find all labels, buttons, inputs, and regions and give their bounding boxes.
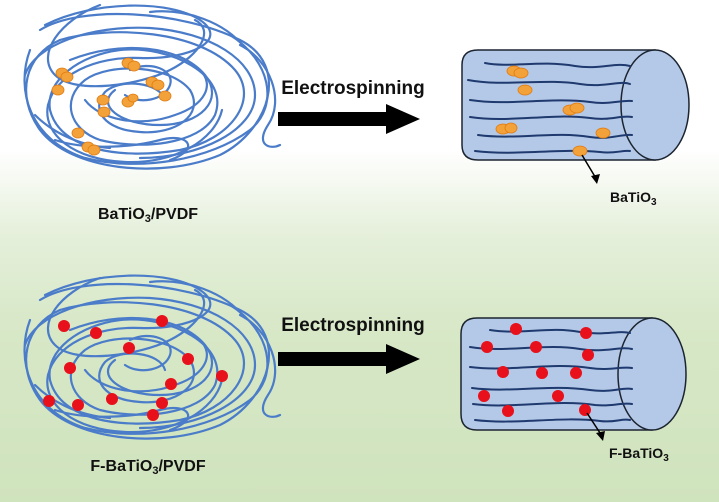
row-f-batio3-pvdf: F-BaTiO3/PVDF Electrospinning bbox=[23, 274, 687, 477]
particle bbox=[579, 404, 591, 416]
particle bbox=[90, 327, 102, 339]
particle bbox=[478, 390, 490, 402]
particle bbox=[123, 342, 135, 354]
particle bbox=[536, 367, 548, 379]
particle bbox=[156, 315, 168, 327]
material-label: F-BaTiO3/PVDF bbox=[90, 458, 205, 477]
particle bbox=[64, 362, 76, 374]
particle bbox=[570, 367, 582, 379]
tangled-polymer-coil bbox=[23, 274, 282, 440]
particle bbox=[121, 57, 141, 72]
particle bbox=[51, 84, 65, 96]
particle bbox=[182, 353, 194, 365]
particle bbox=[156, 397, 168, 409]
fiber-cylinder bbox=[461, 49, 690, 161]
process-label: Electrospinning bbox=[281, 315, 425, 336]
callout-label: BaTiO3 bbox=[610, 189, 657, 208]
particle bbox=[58, 320, 70, 332]
particle bbox=[517, 84, 533, 96]
particle bbox=[71, 127, 85, 139]
particle bbox=[497, 366, 509, 378]
particle bbox=[97, 106, 111, 118]
particle bbox=[106, 393, 118, 405]
batio3-particles bbox=[51, 57, 172, 156]
particle bbox=[572, 145, 588, 157]
callout-pointer bbox=[586, 412, 605, 441]
particle bbox=[158, 90, 172, 102]
particle bbox=[72, 399, 84, 411]
particle bbox=[552, 390, 564, 402]
particle bbox=[81, 141, 101, 156]
particle bbox=[55, 67, 74, 83]
material-label: BaTiO3/PVDF bbox=[98, 206, 198, 225]
row-batio3-pvdf: BaTiO3/PVDF Electrospinning bbox=[23, 3, 690, 225]
particle bbox=[530, 341, 542, 353]
particle bbox=[502, 405, 514, 417]
particle bbox=[582, 349, 594, 361]
process-arrow bbox=[278, 344, 420, 374]
particle bbox=[147, 409, 159, 421]
batio3-particles bbox=[495, 65, 611, 157]
f-batio3-particles bbox=[43, 315, 228, 421]
particle bbox=[595, 127, 611, 139]
fiber-cylinder bbox=[460, 317, 687, 431]
particle bbox=[481, 341, 493, 353]
particle bbox=[96, 94, 110, 106]
particle bbox=[216, 370, 228, 382]
particle bbox=[43, 395, 55, 407]
particle bbox=[145, 76, 165, 91]
particle bbox=[165, 378, 177, 390]
particle bbox=[510, 323, 522, 335]
process-arrow bbox=[278, 104, 420, 134]
f-batio3-particles bbox=[478, 323, 594, 417]
callout-pointer bbox=[581, 154, 600, 184]
particle bbox=[580, 327, 592, 339]
process-label: Electrospinning bbox=[281, 78, 425, 99]
particle bbox=[121, 93, 139, 108]
callout-label: F-BaTiO3 bbox=[609, 445, 669, 464]
